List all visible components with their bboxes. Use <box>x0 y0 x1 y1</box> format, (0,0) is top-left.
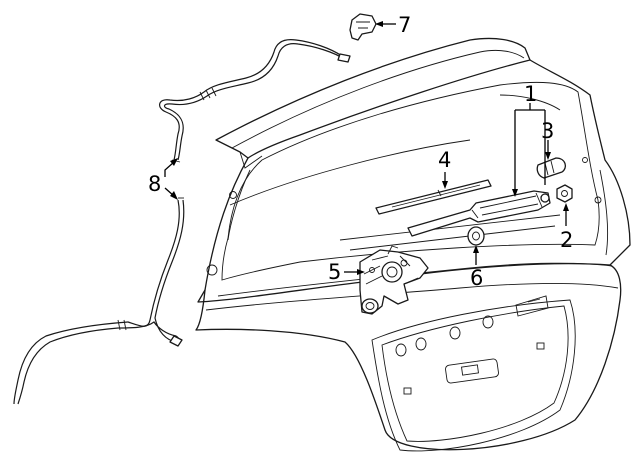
wiper-blade <box>375 179 492 215</box>
callout-6: 6 <box>470 266 483 290</box>
grommet <box>467 226 485 246</box>
callout-5: 5 <box>328 260 341 284</box>
callout-4: 4 <box>438 148 451 172</box>
washer-nozzle <box>349 13 377 41</box>
wiper-motor <box>359 245 429 315</box>
callout-8: 8 <box>148 172 161 196</box>
wiper-arm <box>407 190 551 237</box>
leader-lines <box>164 21 569 275</box>
leader-1 <box>514 103 546 193</box>
wiper-arm-nut <box>556 184 573 203</box>
callout-1: 1 <box>524 82 537 106</box>
callout-labels: 1 2 3 4 5 6 7 8 <box>148 13 573 290</box>
wiper-arm-cap <box>536 157 567 179</box>
callout-7: 7 <box>398 13 411 37</box>
liftgate <box>195 37 631 452</box>
callout-3: 3 <box>541 119 554 143</box>
callout-2: 2 <box>560 228 573 252</box>
washer-hose <box>13 39 351 405</box>
